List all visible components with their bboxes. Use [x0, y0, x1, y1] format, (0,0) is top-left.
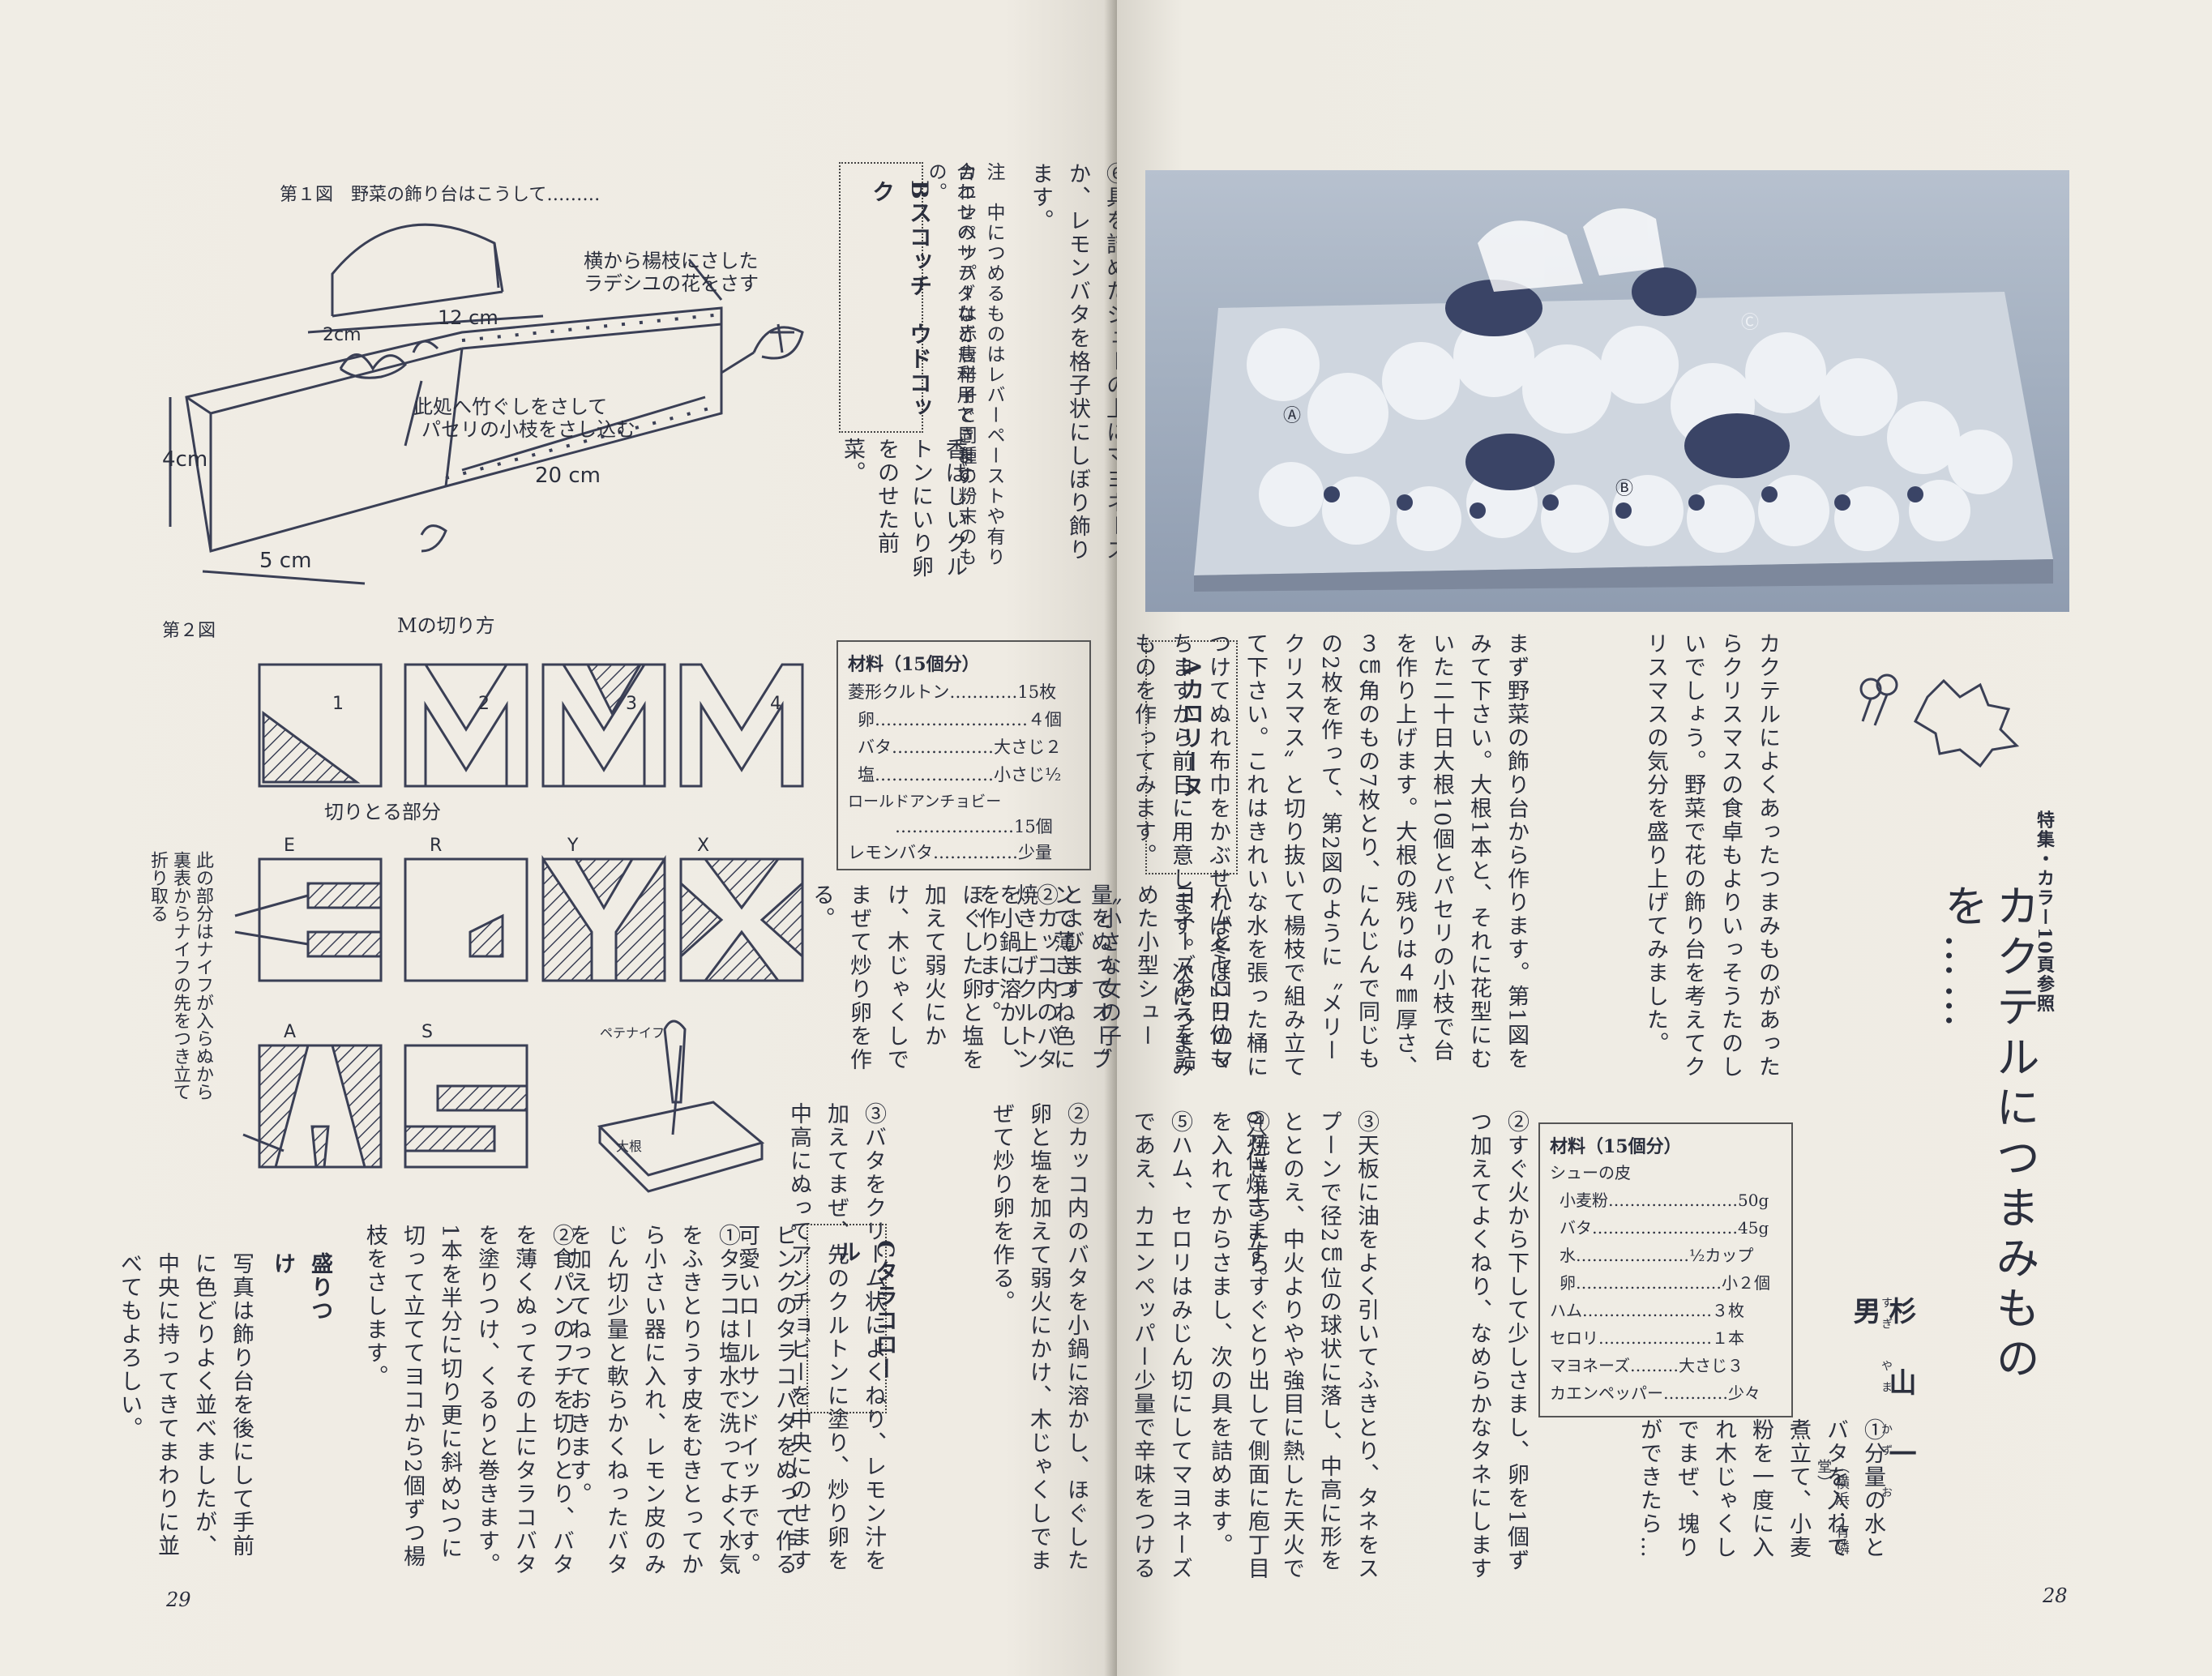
- materials-b-title: 材料（15個分）: [848, 654, 980, 675]
- fig2-S: S: [421, 1022, 433, 1042]
- recipe-a-materials: 材料（15個分） シューの皮 小麦粉……………………50g バタ………………………: [1538, 1122, 1793, 1417]
- recipe-b-title: Bスコッチ ウドコック: [869, 180, 933, 420]
- materials-a-item: ハム……………………３枚: [1550, 1301, 1744, 1320]
- fig2-cut-part: 切りとる部分: [324, 801, 441, 823]
- fig2-Y: Y: [567, 836, 579, 856]
- fig1-dim-2cm: 2cm: [323, 325, 362, 345]
- note-text-2: カエンペッパーは赤唐辛子と同種の粉末のもの。: [925, 162, 976, 567]
- materials-b-item: 菱形クルトン…………15枚: [848, 682, 1057, 702]
- left-page: 第１図 野菜の飾り台はこうして………: [0, 0, 1224, 1676]
- recipe-b-materials: 材料（15個分） 菱形クルトン…………15枚 卵………………………４個 バタ………: [836, 640, 1091, 870]
- materials-a-item: セロリ…………………１本: [1550, 1328, 1744, 1348]
- recipe-b-step2-part: ②カッコ内のバタを小鍋に溶かし、ほぐした卵と塩を加えて弱火にかけ、木じゃくしでま…: [809, 883, 1058, 1071]
- moritsuke-text: 写真は飾り台を後にして手前に色どりよく並べましたが、中央に持ってきてまわりに並べ…: [117, 1252, 254, 1558]
- fig1-note-mid: 此処へ竹ぐしをさして: [413, 395, 607, 418]
- materials-a-item: 小麦粉……………………50g: [1560, 1191, 1769, 1210]
- recipe-c-desc: ピンクのタラコバタをぬって作る可愛いロールサンドイッチです。: [734, 1224, 797, 1576]
- food-photo-image: Ⓐ Ⓑ Ⓒ: [1194, 208, 2053, 592]
- fig2-E: E: [284, 836, 295, 856]
- recipe-a-step4: ④焼き上ったらすぐとり出して側面に庖丁目を入れてからさまし、次の具を詰めます。: [1207, 1110, 1269, 1580]
- fig2-knife: ペテナイフ: [600, 1025, 665, 1041]
- fig2-X: X: [697, 836, 709, 856]
- article-title: カクテルにつまみものを……: [1936, 883, 2039, 1386]
- fig2-A: A: [284, 1022, 296, 1042]
- recipe-a-step5: ⑤ハム、セロリはみじん切にしてマヨネーズであえ、カエンペッパー少量で辛味をつける: [1130, 1110, 1192, 1580]
- author-ruby: すぎ やま かず お: [1880, 1297, 1893, 1507]
- materials-b-item: レモンバタ……………少量: [848, 843, 1052, 862]
- recipe-c-step2: ②食パンのフチを切りとり、バタを薄くぬってその上にタラコバタを塗りつけ、くるりと…: [362, 1224, 574, 1576]
- right-page: Ⓐ Ⓑ Ⓒ 特集・カラー10頁参照 カクテルにつまみものを…… 杉 山 一 男 …: [1059, 0, 2212, 1676]
- fig1-dim-4cm: 4cm: [162, 447, 208, 472]
- fig1-dim-20cm: 20 cm: [535, 464, 601, 488]
- materials-b-item: バタ………………大さじ２: [858, 738, 1062, 757]
- author-name: 杉 山 一 男: [1848, 1297, 1916, 1511]
- moritsuke-title: 盛りつけ: [270, 1252, 332, 1323]
- food-photo: Ⓐ Ⓑ Ⓒ: [1145, 170, 2069, 612]
- materials-b-item: 塩…………………小さじ½: [858, 765, 1062, 785]
- fig2-n2: 2: [478, 694, 490, 714]
- fig2-n4: 4: [770, 694, 781, 714]
- recipe-b-step2: ②カッコ内のバタを小鍋に溶かし、ほぐした卵と塩を加えて弱火にかけ、木じゃくしでま…: [989, 1102, 1089, 1572]
- recipe-a-step1: ①分量の水とバタを入れて煮立て、小麦粉を一度に入れ木じゃくしでまぜ、塊りができた…: [1637, 1418, 1885, 1559]
- recipe-a-title-box: Aカロリーヌ: [1145, 640, 1238, 874]
- materials-a-title: 材料（15個分）: [1550, 1136, 1682, 1157]
- fig1-dim-12cm: 12 cm: [438, 306, 498, 329]
- materials-a-item: マヨネーズ………大さじ３: [1550, 1356, 1744, 1375]
- recipe-a-desc: ハムとセロリのマヨネーズあえを詰めた小型シュー〝小さな女の子〟とよびます: [1059, 883, 1233, 1071]
- recipe-b-desc: 香ばしいクルトンにいり卵をのせた前菜。: [840, 438, 967, 579]
- fig2-daikon: 大根: [616, 1139, 642, 1154]
- fig1-dim-5cm: 5 cm: [259, 549, 311, 573]
- recipe-c-title: Cタラコロール: [835, 1240, 899, 1382]
- feature-label: 特集・カラー10頁参照: [2034, 810, 2055, 1014]
- materials-a-item: バタ………………………45g: [1560, 1218, 1769, 1238]
- figure2-caption: 第２図: [162, 621, 216, 641]
- fig1-note-top2: ラデシユの花をさす: [584, 272, 759, 295]
- fig1-note-top: 横から楊枝にさした: [584, 250, 759, 272]
- recipe-a-step3: ③天板に油をよく引いてふきとり、タネをスプーンで径2㎝位の球状に落し、中高に形を…: [1242, 1110, 1379, 1580]
- materials-a-item: 水…………………½カップ: [1560, 1246, 1754, 1265]
- body-text: まず野菜の飾り台から作ります。第1図をみて下さい。大根1本と、それに花型にむいた…: [1131, 632, 1529, 1087]
- photo-label-a: Ⓐ: [1283, 406, 1301, 426]
- materials-b-item: ロールドアンチョビー: [848, 793, 1002, 810]
- note-text: 注 中につめるものはレバーペーストや有り合わせのサラダなども利用できます。: [953, 162, 1004, 567]
- fig2-n3: 3: [626, 694, 637, 714]
- fig2-R: R: [430, 836, 442, 856]
- author-affiliation: （横浜・有隣堂）: [1815, 1459, 1850, 1556]
- holly-icon: [1859, 673, 2020, 768]
- figure1-drawing: 横から楊枝にさした ラデシユの花をさす 2cm 12 cm 此処へ竹ぐしをさして…: [162, 223, 804, 585]
- page-number-right: 28: [2043, 1584, 2068, 1607]
- materials-a-item: 卵………………………小２個: [1560, 1273, 1770, 1293]
- recipe-b-title-box: Bスコッチ ウドコック: [839, 162, 933, 433]
- figure1-caption: 第１図 野菜の飾り台はこうして………: [280, 185, 601, 205]
- recipe-b-step3: ③バタをクリーム状によくねり、レモン汁を加えてまぜ、先のクルトンに塗り、炒り卵を…: [786, 1102, 886, 1572]
- materials-b-item: …………………15個: [895, 817, 1053, 836]
- fig2-n1: 1: [332, 694, 344, 714]
- intro-text: カクテルによくあったつまみものがあったらクリスマスの食卓もよりいっそうたのしいで…: [1643, 632, 1780, 1079]
- materials-a-item: シューの皮: [1550, 1163, 1631, 1182]
- photo-label-c: Ⓒ: [1741, 313, 1759, 333]
- recipe-a-title: Aカロリーヌ: [1179, 658, 1205, 799]
- materials-a-item: カエンペッパー…………少々: [1550, 1383, 1761, 1403]
- figure2-title: Mの切り方: [397, 614, 495, 637]
- page-number-left: 29: [166, 1588, 191, 1611]
- recipe-a-step2: ②すぐ火から下して少しさまし、卵を1個ずつ加えてよくねり、なめらかなタネにします: [1466, 1110, 1529, 1580]
- fig1-note-mid2: パセリの小枝をさし込む: [421, 418, 635, 441]
- recipe-c-title-box: Cタラコロール: [807, 1224, 899, 1413]
- fig2-side-note: 此の部分はナイフが入らぬから 裏表からナイフの先をつき立て 折り取る: [148, 851, 213, 1101]
- figure2-drawing: 1 2 3 4 切りとる部分 E R Y X A S ペテナイフ 大根: [234, 663, 804, 1193]
- photo-label-b: Ⓑ: [1615, 479, 1633, 499]
- materials-b-item: 卵………………………４個: [858, 710, 1062, 729]
- recipe-c-step1: ①タラコは塩水で洗ってよく水気をふきとりうす皮をむきとってから小さい器に入れ、レ…: [566, 1224, 740, 1576]
